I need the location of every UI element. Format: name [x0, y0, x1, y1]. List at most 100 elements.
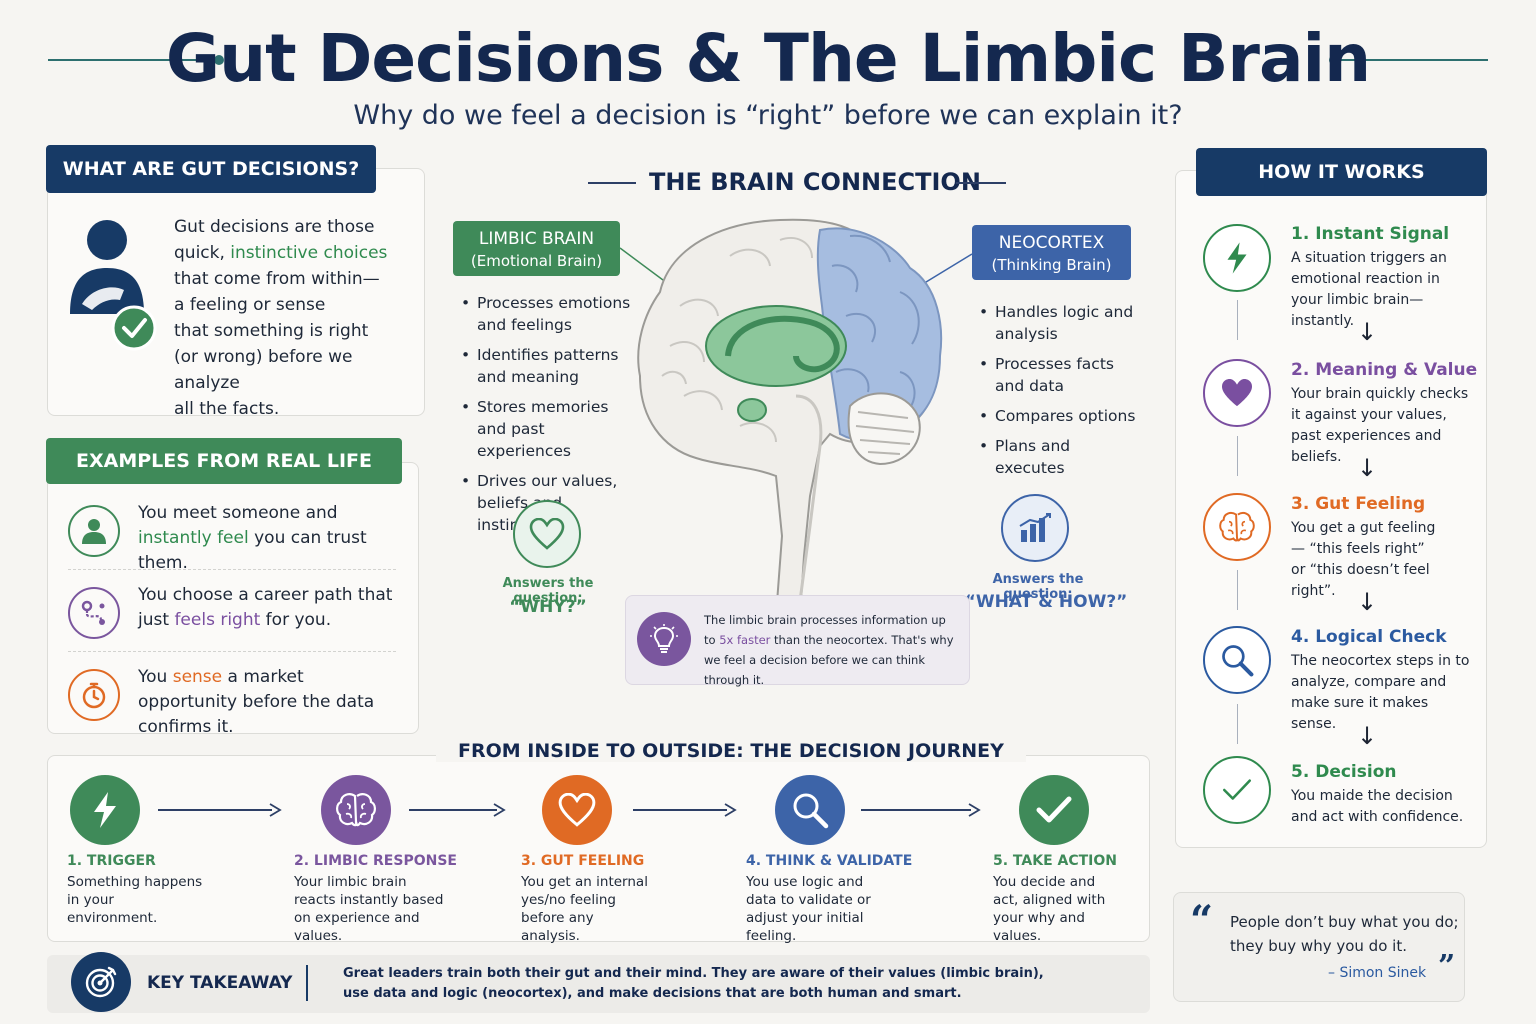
- gut-decisions-heading: WHAT ARE GUT DECISIONS?: [46, 145, 376, 193]
- lightbulb-icon: [637, 612, 691, 666]
- example-3-highlight: sense: [172, 667, 223, 687]
- brain-illustration: [619, 218, 973, 617]
- journey-step-text: You get an internal yes/no feeling befor…: [521, 874, 648, 944]
- example-1-pre: You meet someone and: [138, 503, 338, 523]
- gut-highlight: instinctive choices: [230, 243, 388, 263]
- person-icon: [68, 505, 120, 557]
- limbic-brain-label: LIMBIC BRAIN (Emotional Brain): [453, 221, 620, 276]
- journey-step: 1. TRIGGER Something happens in your env…: [67, 853, 247, 927]
- gut-decisions-description: Gut decisions are those quick, instincti…: [174, 214, 414, 422]
- how-step-title: 1. Instant Signal: [1291, 224, 1450, 244]
- limbic-answers-value: “WHY?”: [509, 597, 587, 617]
- takeaway-line-1: Great leaders train both their gut and t…: [343, 966, 1044, 981]
- how-step-text: The neocortex steps in to analyze, compa…: [1291, 653, 1470, 732]
- header-dot-left: [214, 55, 224, 65]
- route-icon: [68, 587, 120, 639]
- fact-text: The limbic brain processes information u…: [704, 610, 960, 690]
- how-step: 5. Decision You maide the decision and a…: [1291, 762, 1479, 828]
- key-takeaway-bar: KEY TAKEAWAY Great leaders train both th…: [47, 952, 1150, 1013]
- takeaway-divider: [306, 965, 308, 1001]
- how-step-text: Your brain quickly checks it against you…: [1291, 386, 1469, 465]
- brain-heading-rule-right: [956, 182, 1006, 184]
- journey-step: 5. TAKE ACTION You decide and act, align…: [993, 853, 1143, 945]
- journey-arrow: [409, 809, 497, 811]
- arrow-head-icon: [968, 803, 981, 817]
- journey-step-title: 1. TRIGGER: [67, 853, 156, 869]
- neocortex-answers-label: Answers the question:: [992, 572, 1084, 602]
- down-arrow-icon: ↓: [1357, 454, 1378, 482]
- journey-heading: FROM INSIDE TO OUTSIDE: THE DECISION JOU…: [436, 740, 1026, 762]
- bar-chart-icon: [1001, 494, 1069, 562]
- down-arrow-icon: ↓: [1357, 722, 1378, 750]
- example-divider: [68, 569, 396, 570]
- how-step-title: 3. Gut Feeling: [1291, 494, 1426, 514]
- gut-line-7: all the facts.: [174, 399, 280, 419]
- journey-step-title: 3. GUT FEELING: [521, 853, 645, 869]
- neocortex-point: Compares options: [979, 405, 1139, 427]
- heart-outline-icon: [513, 500, 581, 568]
- page-title: Gut Decisions & The Limbic Brain: [165, 20, 1371, 97]
- neocortex-points: Handles logic and analysis Processes fac…: [979, 301, 1139, 487]
- journey-step-text: Something happens in your environment.: [67, 874, 203, 926]
- page-subtitle: Why do we feel a decision is “right” bef…: [353, 100, 1183, 131]
- heart-icon: [542, 775, 612, 845]
- how-it-works-heading: HOW IT WORKS: [1196, 148, 1487, 196]
- open-quote-icon: “: [1190, 897, 1214, 944]
- journey-step-title: 2. LIMBIC RESPONSE: [294, 853, 457, 869]
- neocortex-label: NEOCORTEX (Thinking Brain): [972, 225, 1131, 280]
- fact-post: than the neocortex. That's why we feel a…: [704, 633, 954, 687]
- journey-step-text: You use logic and data to validate or ad…: [746, 874, 871, 944]
- neocortex-answers-value: “WHAT & HOW?”: [964, 592, 1128, 612]
- how-connector: [1237, 300, 1238, 340]
- examples-panel: You meet someone and instantly feel you …: [47, 462, 419, 737]
- gut-line-6: (or wrong) before we analyze: [174, 347, 353, 393]
- how-connector: [1237, 570, 1238, 610]
- how-step-text: You get a gut feeling— “this feels right…: [1291, 520, 1436, 599]
- header-dot-right: [1329, 55, 1339, 65]
- example-text-3: You sense a market opportunity before th…: [138, 665, 400, 740]
- how-step-title: 4. Logical Check: [1291, 627, 1447, 647]
- neocortex-point: Plans and executes: [979, 435, 1139, 479]
- lightning-icon: [70, 775, 140, 845]
- example-3-post: a market opportunity before the data con…: [138, 667, 375, 737]
- how-connector: [1237, 704, 1238, 744]
- journey-step-text: You decide and act, aligned with your wh…: [993, 874, 1106, 944]
- neocortex-point: Handles logic and analysis: [979, 301, 1139, 345]
- how-step-text: A situation triggers an emotional reacti…: [1291, 250, 1447, 329]
- gut-line-2-pre: quick,: [174, 243, 231, 263]
- quote-line-2: they buy why you do it.: [1230, 937, 1407, 955]
- quote-author: – Simon Sinek: [1328, 965, 1427, 981]
- magnifier-icon: [1203, 626, 1271, 694]
- limbic-answers-label: Answers the question:: [502, 576, 594, 606]
- how-step-title: 2. Meaning & Value: [1291, 360, 1478, 380]
- fact-highlight: 5x faster: [719, 633, 771, 647]
- journey-arrow: [158, 809, 272, 811]
- close-quote-icon: ”: [1438, 949, 1456, 984]
- key-takeaway-text: Great leaders train both their gut and t…: [343, 964, 1143, 1004]
- example-2-post: for you.: [260, 610, 332, 630]
- limbic-point: Stores memories and past experiences: [461, 396, 631, 462]
- fact-box: The limbic brain processes information u…: [625, 595, 970, 687]
- journey-step: 4. THINK & VALIDATE You use logic and da…: [746, 853, 926, 945]
- journey-arrow: [861, 809, 971, 811]
- gut-line-3: that come from within—: [174, 269, 380, 289]
- example-text-1: You meet someone and instantly feel you …: [138, 501, 400, 576]
- example-text-2: You choose a career path that just feels…: [138, 583, 400, 633]
- examples-heading: EXAMPLES FROM REAL LIFE: [46, 438, 402, 484]
- key-takeaway-label: KEY TAKEAWAY: [147, 973, 293, 993]
- person-hand-on-heart-icon: [70, 220, 157, 351]
- example-2-pre: You choose a career path that just: [138, 585, 393, 630]
- journey-step: 3. GUT FEELING You get an internal yes/n…: [521, 853, 701, 945]
- brain-icon: [1203, 493, 1271, 561]
- target-icon: [71, 952, 131, 1012]
- journey-step: 2. LIMBIC RESPONSE Your limbic brain rea…: [294, 853, 474, 945]
- takeaway-line-2: use data and logic (neocortex), and make…: [343, 986, 962, 1001]
- neocortex-point: Processes facts and data: [979, 353, 1139, 397]
- neocortex-title: NEOCORTEX: [998, 233, 1105, 253]
- journey-step-text: Your limbic brain reacts instantly based…: [294, 874, 444, 944]
- how-step: 3. Gut Feeling You get a gut feeling— “t…: [1291, 494, 1479, 602]
- gut-line-4: a feeling or sense: [174, 295, 326, 315]
- how-step-text: You maide the decision and act with conf…: [1291, 788, 1464, 825]
- example-3-pre: You: [138, 667, 173, 687]
- example-1-post: you can trust them.: [138, 528, 367, 573]
